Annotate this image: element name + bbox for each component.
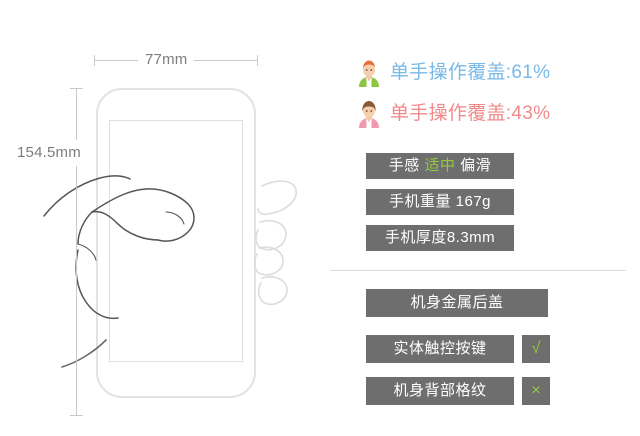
checkmark-badge: √ [522,335,550,363]
female-avatar-icon [359,101,379,128]
specs-panel: 单手操作覆盖:61% 单手操作覆盖:43% 手感 适中 偏滑 手机重量 167g… [330,0,640,436]
male-avatar-icon [359,60,379,87]
tag-hardware-touch-keys: 实体触控按键 [366,335,514,363]
phone-illustration-panel: 77mm 154.5mm [14,50,297,416]
phone-screen-outline [109,120,243,362]
tag-hand-feel-suffix: 偏滑 [460,157,492,174]
cross-badge: × [522,377,550,405]
tag-back-grid-pattern: 机身背部格纹 [366,377,514,405]
tag-hand-feel-accent: 适中 [424,157,456,174]
coverage-text-male: 单手操作覆盖:61% [390,62,551,83]
coverage-row-female: 单手操作覆盖:43% [356,98,550,130]
tag-hand-feel: 手感 适中 偏滑 [366,153,514,179]
height-dimension-label: 154.5mm [14,140,84,166]
tag-hand-feel-prefix: 手感 [388,157,420,174]
section-divider [330,270,626,271]
tag-device-weight: 手机重量 167g [366,189,514,215]
tag-device-thickness: 手机厚度8.3mm [366,225,514,251]
coverage-text-female: 单手操作覆盖:43% [390,103,551,124]
coverage-row-male: 单手操作覆盖:61% [356,57,550,89]
width-dimension-label: 77mm [138,50,195,70]
tag-metal-back-cover: 机身金属后盖 [366,289,548,317]
height-dimension-line [70,88,83,416]
